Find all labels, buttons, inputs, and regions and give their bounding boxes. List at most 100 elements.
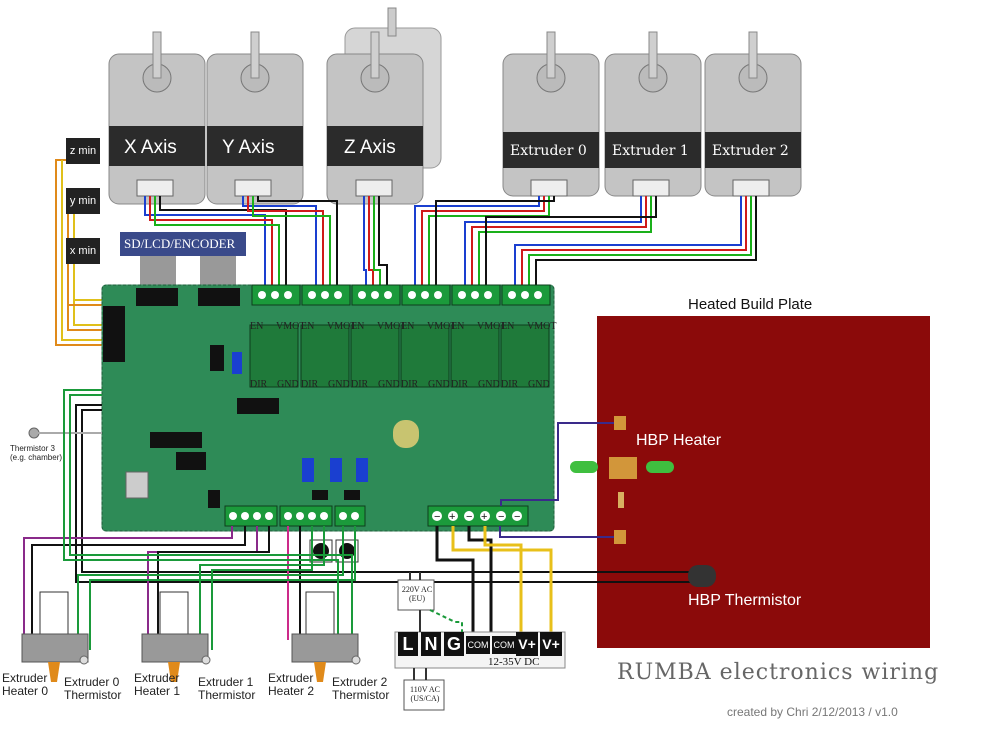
driver-e2-vmot: VMOT — [527, 321, 557, 332]
diagram-title: RUMBA electronics wiring — [617, 660, 940, 685]
extruder2-therm-line2: Thermistor — [332, 688, 390, 702]
hbp-cables — [75, 404, 700, 583]
plug-eu-line1: 220V AC — [401, 585, 433, 594]
rumba-pcb: − + − + − − — [101, 284, 555, 532]
lcd-label: SD/LCD/ENCODER — [124, 236, 236, 251]
endstop-z: z min — [66, 138, 100, 164]
motor-e0 — [502, 31, 600, 197]
svg-text:+: + — [449, 511, 455, 523]
driver-y-en: EN — [301, 321, 315, 332]
psu-terminal-g: G — [444, 632, 464, 656]
extruder1-heater-line2: Heater 1 — [134, 684, 181, 698]
motor-e1 — [604, 31, 702, 197]
svg-text:+: + — [481, 511, 487, 523]
power-cables — [435, 526, 553, 632]
driver-z-en: EN — [351, 321, 365, 332]
motor-e0-label: Extruder 0 — [510, 143, 587, 159]
thermistor3-icon — [28, 427, 102, 439]
extruder2-heater-line2: Heater 2 — [268, 684, 315, 698]
psu-terminal-vp2: V+ — [540, 632, 562, 656]
driver-z-dir: DIR — [351, 379, 369, 390]
extruder1-therm-line2: Thermistor — [198, 688, 256, 702]
extruder0-therm-line2: Thermistor — [64, 688, 122, 702]
driver-y-vmot: VMOT — [327, 321, 357, 332]
psu-terminal-l: L — [398, 632, 418, 656]
driver-y-gnd: GND — [328, 379, 350, 390]
psu-voltage-label: 12-35V DC — [488, 656, 540, 668]
extruder1-heater-line1: Extruder — [134, 671, 180, 685]
driver-x-dir: DIR — [250, 379, 268, 390]
plug-us — [403, 679, 445, 711]
thermistor3-line1: Thermistor 3 — [10, 444, 55, 453]
thermistor3-line2: (e.g. chamber) — [10, 453, 63, 462]
plug-eu-line2: (EU) — [409, 594, 425, 603]
motor-e2 — [704, 31, 802, 197]
driver-e2-dir: DIR — [501, 379, 519, 390]
driver-x-vmot: VMOT — [276, 321, 306, 332]
motor-z — [326, 31, 424, 205]
plug-us-line1: 110V AC — [409, 685, 440, 694]
hbp-thermistor-body — [688, 565, 716, 587]
svg-text:−: − — [514, 511, 520, 523]
potentiometers — [309, 539, 359, 563]
hbp-pad-1 — [614, 416, 626, 430]
driver-e0-gnd: GND — [428, 379, 450, 390]
svg-text:−: − — [434, 511, 440, 523]
endstop-x: x min — [66, 238, 100, 264]
extruder0-therm-line1: Extruder 0 — [64, 675, 120, 689]
plug-eu-label: 220V AC(EU) — [400, 585, 434, 603]
psu-terminal-n: N — [421, 632, 441, 656]
driver-y-dir: DIR — [301, 379, 319, 390]
lcd-ribbon-1 — [140, 256, 176, 288]
lcd-ribbon-2 — [200, 256, 236, 288]
driver-e1-gnd: GND — [478, 379, 500, 390]
hbp-thermistor-label: HBP Thermistor — [688, 592, 802, 609]
psu-terminal-com2: COM — [492, 636, 516, 654]
driver-e1-en: EN — [451, 321, 465, 332]
driver-e0-dir: DIR — [401, 379, 419, 390]
driver-e2-gnd: GND — [528, 379, 550, 390]
motor-x-label: X Axis — [124, 137, 177, 158]
hbp-pad-led — [609, 457, 637, 479]
plug-eu — [397, 579, 435, 611]
extruder0-heater-line2: Heater 0 — [2, 684, 49, 698]
motor-e2-label: Extruder 2 — [712, 143, 789, 159]
thermistor3-label: Thermistor 3 (e.g. chamber) — [10, 444, 62, 462]
diagram-credit: created by Chri 2/12/2013 / v1.0 — [727, 705, 898, 719]
extruder1-therm-line1: Extruder 1 — [198, 675, 254, 689]
extruder-cables — [23, 389, 356, 650]
motor-y-label: Y Axis — [222, 137, 275, 158]
svg-text:−: − — [466, 511, 472, 523]
motor-cables — [144, 196, 757, 290]
driver-e2-en: EN — [501, 321, 515, 332]
led-icon — [570, 461, 674, 508]
hbp-heater-label: HBP Heater — [636, 432, 722, 449]
psu-terminal-com1: COM — [466, 636, 490, 654]
driver-e1-vmot: VMOT — [477, 321, 507, 332]
hbp-title: Heated Build Plate — [688, 296, 813, 313]
driver-z-vmot: VMOT — [377, 321, 407, 332]
motor-e1-label: Extruder 1 — [612, 143, 689, 159]
driver-e1-dir: DIR — [451, 379, 469, 390]
svg-text:−: − — [498, 511, 504, 523]
motor-z-label: Z Axis — [344, 137, 396, 158]
heated-build-plate — [597, 316, 930, 648]
driver-x-en: EN — [250, 321, 264, 332]
motor-x — [108, 31, 206, 205]
extruder0-heater-line1: Extruder — [2, 671, 48, 685]
psu-terminal-vp1: V+ — [516, 632, 538, 656]
endstop-y: y min — [66, 188, 100, 214]
motor-y — [206, 31, 304, 205]
extruder2-heater-line1: Extruder — [268, 671, 314, 685]
extruder2-therm-line1: Extruder 2 — [332, 675, 388, 689]
driver-x-gnd: GND — [277, 379, 299, 390]
extruder-hotends — [21, 591, 361, 682]
plug-us-line2: (US/CA) — [410, 694, 440, 703]
